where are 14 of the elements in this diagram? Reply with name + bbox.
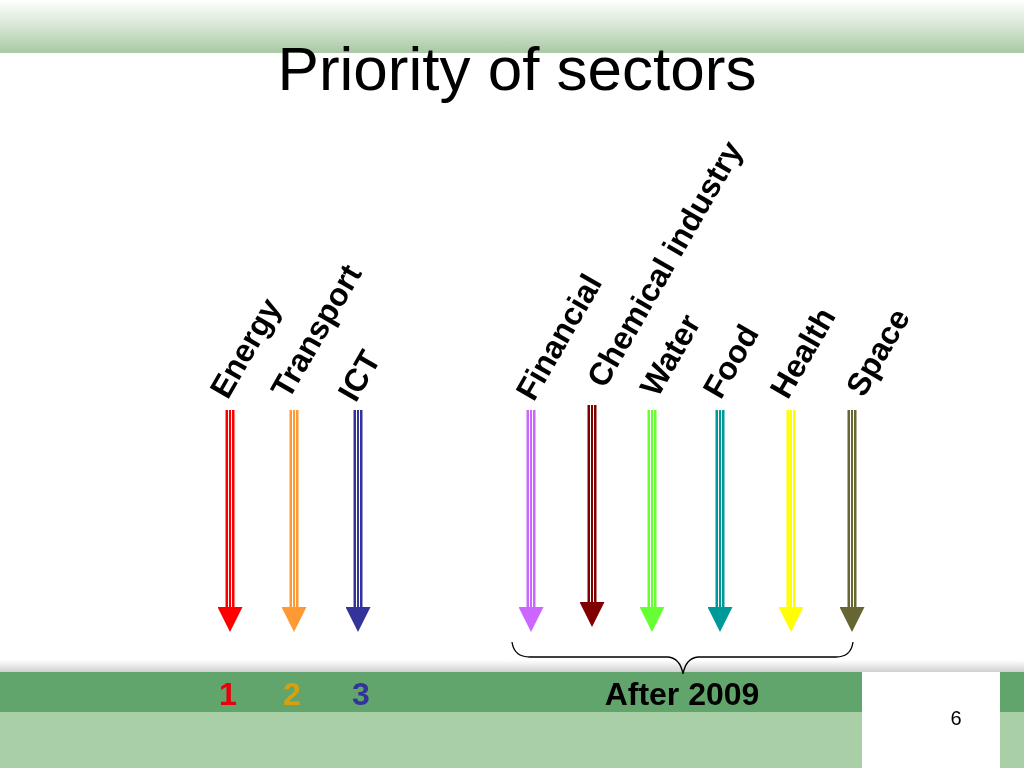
- arrow: [345, 410, 371, 632]
- arrow: [778, 410, 804, 632]
- group-label: After 2009: [604, 678, 760, 710]
- arrow: [839, 410, 865, 632]
- arrow: [217, 410, 243, 632]
- arrow: [281, 410, 307, 632]
- arrow: [579, 405, 605, 627]
- arrow: [518, 410, 544, 632]
- arrow: [707, 410, 733, 632]
- priority-number: 2: [283, 678, 301, 710]
- priority-number: 3: [352, 678, 370, 710]
- priority-number: 1: [219, 678, 237, 710]
- page-number: 6: [950, 708, 962, 728]
- arrow: [639, 410, 665, 632]
